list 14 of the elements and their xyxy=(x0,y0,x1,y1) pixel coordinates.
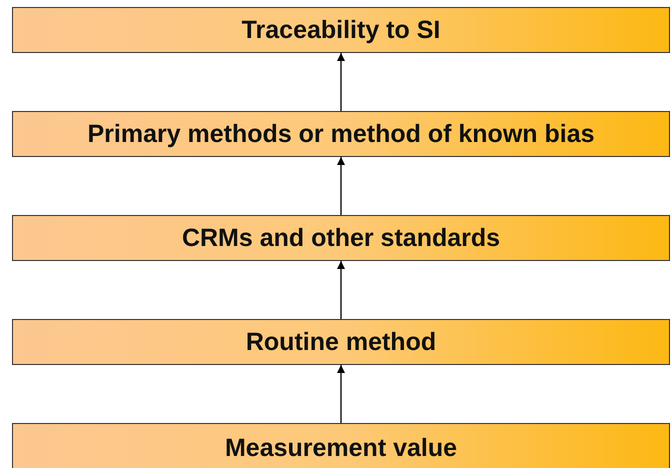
level-label: CRMs and other standards xyxy=(182,224,500,252)
arrow xyxy=(337,365,345,423)
level-label: Routine method xyxy=(246,328,436,356)
level-label: Traceability to SI xyxy=(242,16,440,44)
arrow xyxy=(337,261,345,319)
level-box xyxy=(12,7,670,53)
arrow xyxy=(337,53,345,111)
level-box xyxy=(12,215,670,261)
level-box xyxy=(12,423,670,468)
level-label: Measurement value xyxy=(224,434,458,462)
arrow xyxy=(337,157,345,215)
level-box xyxy=(12,319,670,365)
level-box xyxy=(12,111,670,157)
level-label: Primary methods or method of known bias xyxy=(87,120,595,148)
